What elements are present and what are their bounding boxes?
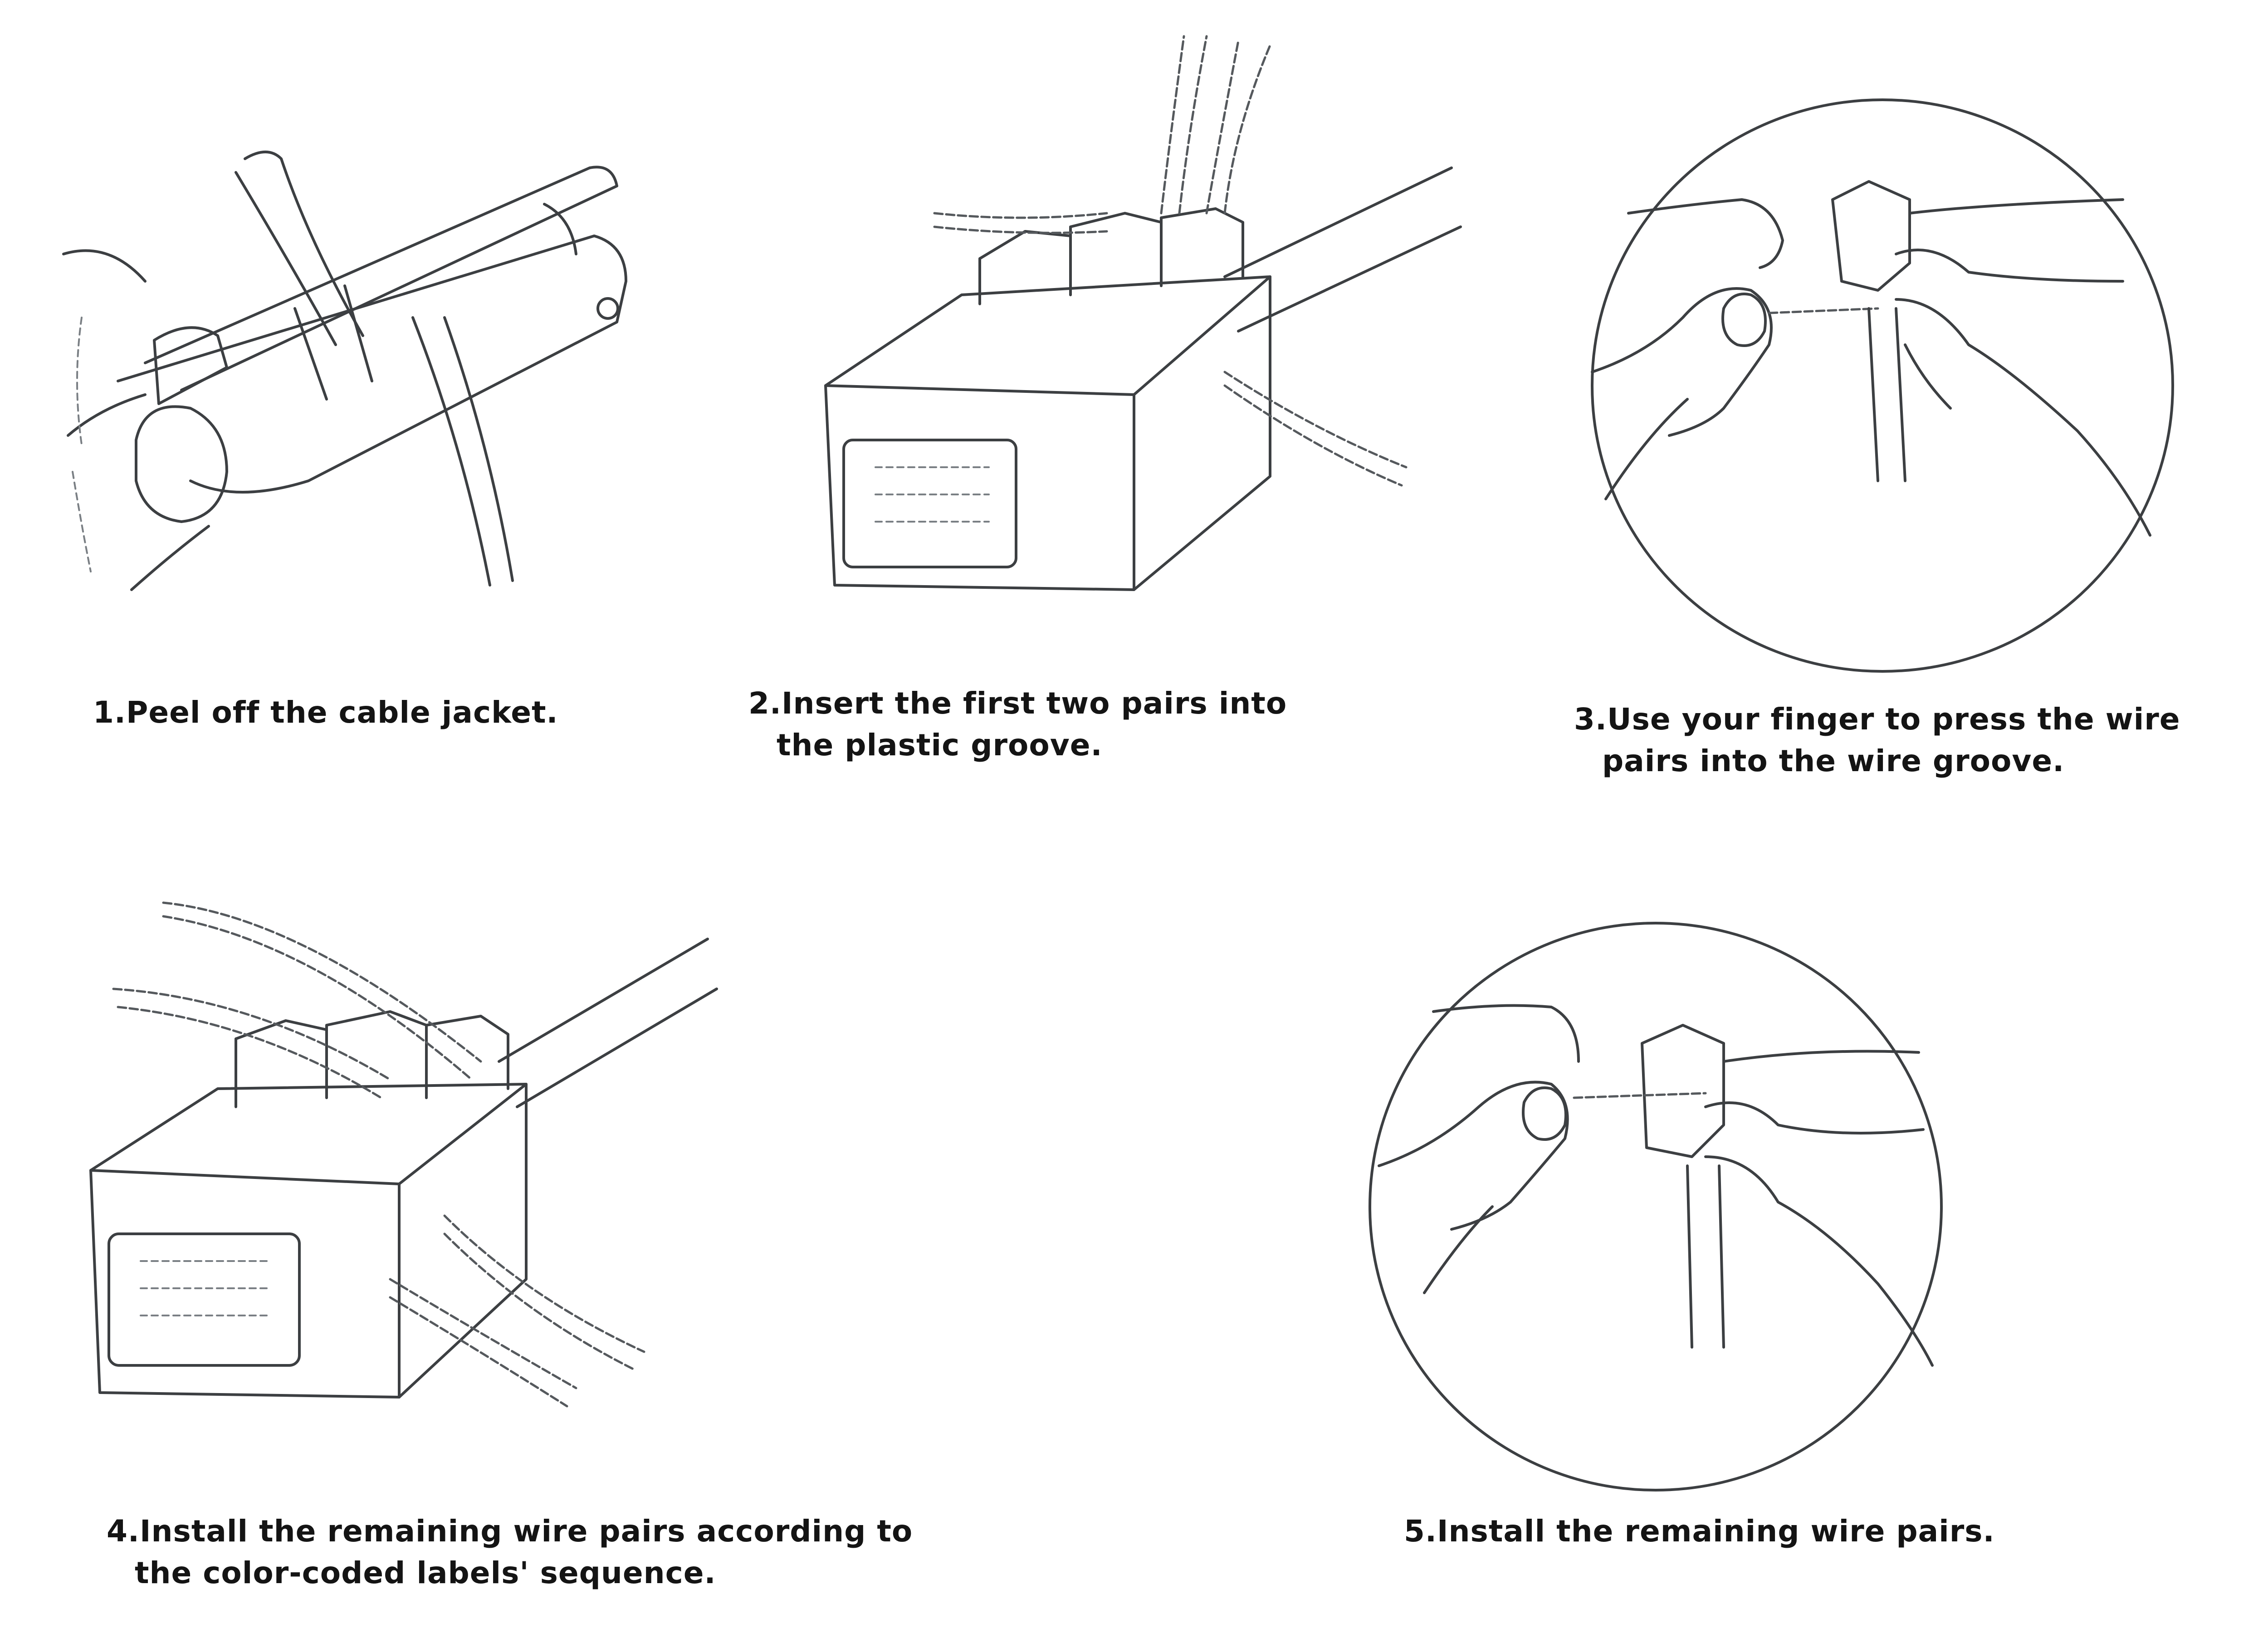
step-4-caption-line2: the color-coded labels' sequence. bbox=[135, 1555, 716, 1590]
keystone-jack-all-pairs-illustration bbox=[73, 889, 730, 1479]
step-3-caption: 3.Use your finger to press the wire pair… bbox=[1574, 699, 2180, 782]
step-4-caption-line1: 4.Install the remaining wire pairs accor… bbox=[107, 1514, 913, 1549]
keystone-jack-all-pairs-icon bbox=[89, 901, 718, 1408]
keystone-jack-two-pairs-icon bbox=[824, 35, 1462, 591]
keystone-jack-two-pairs-illustration bbox=[816, 23, 1474, 658]
step-3-caption-line2: pairs into the wire groove. bbox=[1602, 743, 2065, 778]
fingers-installing-pairs-circle-icon bbox=[1369, 922, 1943, 1491]
step-2-caption-line2: the plastic groove. bbox=[777, 728, 1103, 763]
step-1-caption-line1: 1.Peel off the cable jacket. bbox=[93, 695, 558, 730]
step-5-caption: 5.Install the remaining wire pairs. bbox=[1404, 1511, 1995, 1552]
fingers-pressing-wire-circle-icon bbox=[1591, 98, 2174, 673]
step-4-caption: 4.Install the remaining wire pairs accor… bbox=[107, 1511, 913, 1594]
step-5-caption-line1: 5.Install the remaining wire pairs. bbox=[1404, 1514, 1995, 1549]
step-2-caption: 2.Insert the first two pairs into the pl… bbox=[748, 683, 1287, 766]
step-2-caption-line1: 2.Insert the first two pairs into bbox=[748, 686, 1287, 721]
fingers-pressing-wire-illustration bbox=[1579, 91, 2186, 680]
step-3-caption-line1: 3.Use your finger to press the wire bbox=[1574, 702, 2180, 737]
hand-using-cable-stripper-icon bbox=[62, 151, 627, 591]
cable-stripper-illustration bbox=[54, 127, 712, 603]
step-1-caption: 1.Peel off the cable jacket. bbox=[93, 692, 558, 733]
fingers-installing-pairs-illustration bbox=[1361, 912, 1950, 1501]
